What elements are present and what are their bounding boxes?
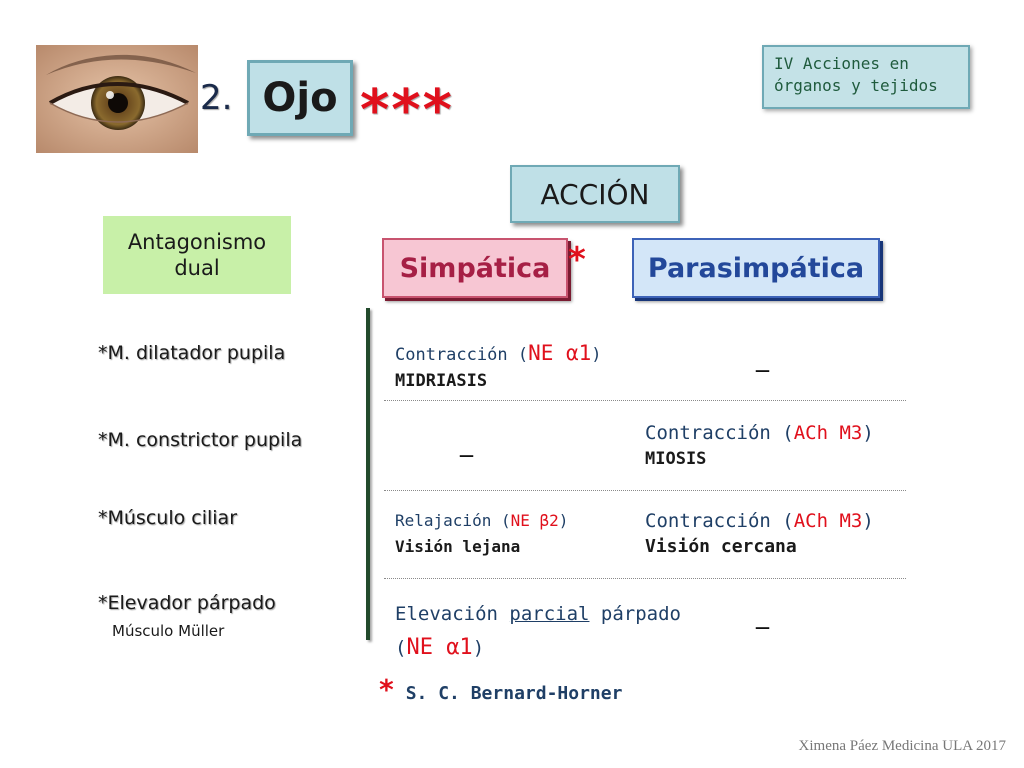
accion-box: ACCIÓN (510, 165, 680, 223)
eye-icon (36, 45, 198, 153)
footnote: * S. C. Bernard-Horner (378, 673, 622, 706)
organ-ciliar: *Músculo ciliar (98, 507, 238, 529)
importance-stars: *** (360, 78, 454, 143)
simp-open: ( (395, 637, 407, 659)
footnote-star: * (378, 673, 395, 706)
antagonismo-line1: Antagonismo (127, 230, 267, 254)
row-divider-1 (384, 400, 906, 401)
simpatica-label: Simpática (399, 252, 551, 284)
simp-close: ) (472, 637, 485, 659)
vertical-divider (366, 308, 370, 640)
para-close: ) (862, 510, 874, 532)
accion-label: ACCIÓN (540, 177, 650, 211)
receptor-label: ACh M3 (793, 510, 863, 532)
simp-close: ) (558, 511, 569, 530)
receptor-label: ACh M3 (793, 422, 863, 444)
section-number: 2. (200, 78, 233, 118)
simp-text: Relajación ( (395, 511, 511, 530)
section-label-line2: órganos y tejidos (774, 76, 938, 95)
effect-label: Visión lejana (395, 537, 521, 556)
para-cell-constrictor: Contracción (ACh M3) MIOSIS (645, 420, 874, 472)
para-cell-dilatador: _ (756, 343, 769, 373)
organ-elevador-sub: Músculo Müller (112, 622, 225, 640)
simpatica-header: Simpática (382, 238, 568, 298)
simpatica-footnote-star: * (568, 240, 586, 280)
organ-dilatador: *M. dilatador pupila (98, 342, 286, 364)
simp-cell-ciliar: Relajación (NE β2) Visión lejana (395, 508, 568, 560)
parasimpatica-header: Parasimpática (632, 238, 880, 298)
antagonismo-box: Antagonismo dual (103, 216, 291, 294)
organ-elevador: *Elevador párpado (98, 592, 276, 614)
eye-photo (36, 45, 198, 153)
parasimpatica-label: Parasimpática (647, 252, 865, 284)
antagonismo-line2: dual (174, 256, 220, 280)
section-label-box: IV Acciones en órganos y tejidos (762, 45, 970, 109)
row-divider-3 (384, 578, 906, 579)
simp-cell-elevador: Elevación parcial párpado (NE α1) (395, 597, 681, 665)
simp-close: ) (591, 345, 602, 365)
section-label-line1: IV Acciones en (774, 54, 909, 73)
simp-text: Elevación (395, 603, 510, 625)
simp-text-after: párpado (589, 603, 681, 625)
para-cell-elevador: _ (756, 600, 769, 630)
effect-label: MIDRIASIS (395, 371, 488, 391)
title-box: Ojo (247, 60, 353, 136)
para-close: ) (862, 422, 874, 444)
page-title: Ojo (262, 75, 338, 121)
receptor-label: NE β2 (510, 511, 559, 530)
receptor-label: NE α1 (528, 341, 592, 365)
credit-text: Ximena Páez Medicina ULA 2017 (798, 738, 1006, 754)
para-text: Contracción ( (645, 510, 794, 532)
underlined-word: parcial (509, 603, 590, 625)
receptor-label: NE α1 (406, 635, 473, 660)
effect-label: Visión cercana (645, 536, 797, 557)
row-divider-2 (384, 490, 906, 491)
simp-cell-constrictor: _ (460, 428, 473, 458)
simp-text: Contracción ( (395, 345, 529, 365)
footnote-text: S. C. Bernard-Horner (405, 683, 623, 704)
organ-constrictor: *M. constrictor pupila (98, 429, 303, 451)
para-cell-ciliar: Contracción (ACh M3) Visión cercana (645, 508, 874, 560)
para-text: Contracción ( (645, 422, 794, 444)
simp-cell-dilatador: Contracción (NE α1) MIDRIASIS (395, 340, 602, 394)
effect-label: MIOSIS (645, 449, 707, 469)
